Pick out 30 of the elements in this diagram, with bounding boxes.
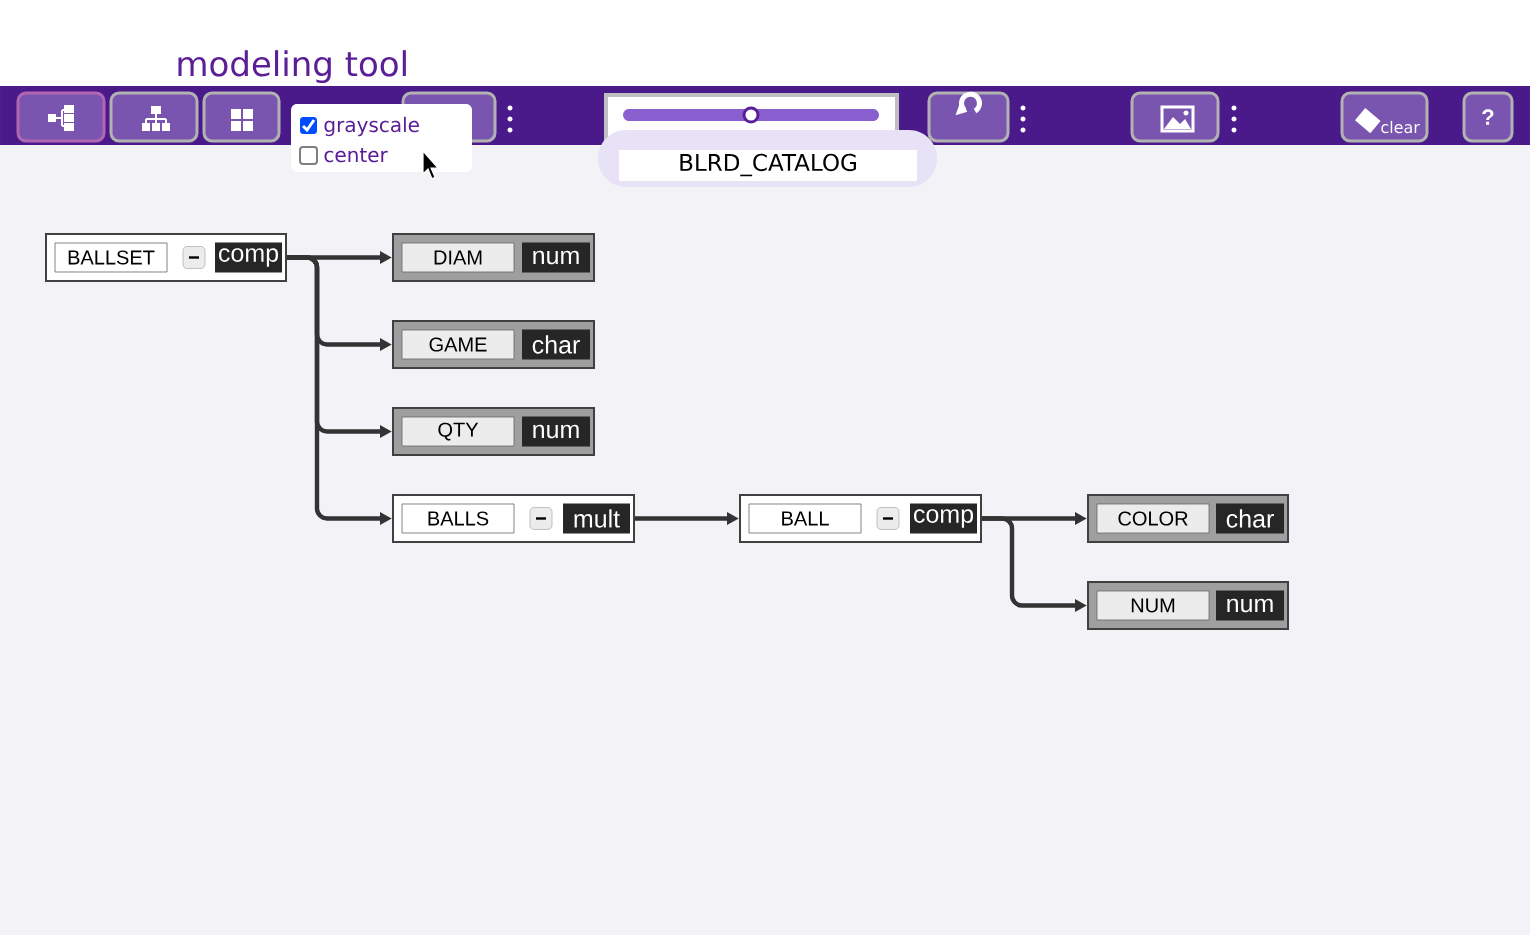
help-button: ?: [1462, 91, 1514, 143]
type-label: mult: [563, 503, 630, 534]
name-field: COLOR: [1096, 503, 1210, 534]
type-label: comp: [910, 503, 977, 534]
checkbox-label: grayscale: [324, 116, 419, 137]
catalog-tab: BLRD_CATALOG: [598, 130, 937, 187]
name-field: GAME: [401, 329, 515, 360]
entity-box: [392, 233, 595, 282]
name-field: QTY: [401, 416, 515, 447]
name-field: BALLSET: [54, 242, 168, 273]
name-field: DIAM: [401, 242, 515, 273]
entity-box: [392, 407, 595, 456]
type-label: char: [1216, 503, 1284, 534]
entity-box: [1087, 581, 1289, 630]
type-label: num: [522, 416, 590, 447]
name-field: NUM: [1096, 590, 1210, 621]
type-label: num: [522, 242, 590, 273]
entity-box: [45, 233, 287, 282]
name-field: BALL: [748, 503, 862, 534]
entity-box: [739, 494, 982, 543]
clear-button: clear: [1340, 91, 1429, 143]
name-field: BALLS: [401, 503, 515, 534]
type-label: comp: [215, 242, 282, 273]
entity-box: [392, 494, 635, 543]
title: modeling tool: [178, 50, 406, 84]
entity-box: [392, 320, 595, 369]
checkbox-label: center: [324, 147, 388, 163]
entity-box: [1087, 494, 1289, 543]
type-label: char: [522, 329, 590, 360]
type-label: num: [1216, 590, 1284, 621]
